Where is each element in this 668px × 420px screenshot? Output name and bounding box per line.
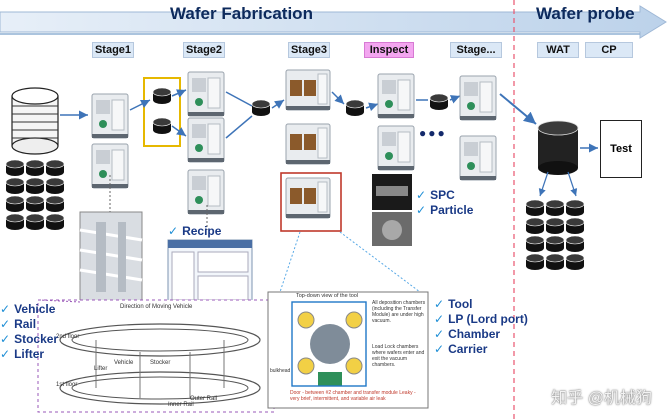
floor-stocker-label: Stocker <box>150 360 171 366</box>
chamber-diagram-title: Top-down view of the tool <box>296 293 359 299</box>
tool-item-carrier: ✓Carrier <box>434 342 488 356</box>
tool-item-lp: ✓LP (Lord port) <box>434 312 528 326</box>
check-icon: ✓ <box>0 317 11 331</box>
check-icon: ✓ <box>434 342 445 356</box>
stage-label-stage3: Stage3 <box>288 42 330 58</box>
chamber-leak-note: Door - between #2 chamber and transfer m… <box>290 390 416 402</box>
wafer-lot-grid-right <box>525 199 585 271</box>
check-icon: ✓ <box>0 332 11 346</box>
check-icon: ✓ <box>168 224 179 238</box>
test-label: Test <box>610 143 632 155</box>
check-icon: ✓ <box>0 347 11 361</box>
chamber-side-label: bulkhead <box>270 368 291 374</box>
watermark: 知乎 @机械狗 <box>551 390 652 407</box>
transport-list: ✓Vehicle ✓Rail ✓Stocker ✓Lifter <box>0 302 58 362</box>
floor-outer-rail-label: Outer Rail <box>190 396 218 402</box>
check-icon: ✓ <box>0 302 11 316</box>
stage-label-inspect: Inspect <box>364 42 414 58</box>
check-icon: ✓ <box>434 312 445 326</box>
transport-item-rail: ✓Rail <box>0 317 37 331</box>
stage-label-stage-more: Stage... <box>450 42 502 58</box>
inspect-item-particle: ✓Particle <box>416 203 474 217</box>
floor-vehicle-label: Vehicle <box>114 360 134 366</box>
phase-divider <box>513 0 515 420</box>
stage-label-stage2: Stage2 <box>183 42 225 58</box>
transport-item-stocker: ✓Stocker <box>0 332 59 346</box>
test-box: Test <box>600 120 642 178</box>
floor-inner-rail-label: Inner Rail <box>168 402 194 408</box>
transport-item-vehicle: ✓Vehicle <box>0 302 56 316</box>
chamber-note-vacuum: All deposition chambers (including the T… <box>372 300 426 324</box>
inspect-item-spc: ✓SPC <box>416 188 455 202</box>
wafer-lot-grid-left <box>5 159 65 231</box>
tool-list: ✓Tool ✓LP (Lord port) ✓Chamber ✓Carrier <box>434 297 528 357</box>
stage-label-cp: CP <box>585 42 633 58</box>
tool-item-tool: ✓Tool <box>434 297 473 311</box>
wafer-probe-title: Wafer probe <box>536 4 635 23</box>
stage-label-stage1: Stage1 <box>92 42 134 58</box>
more-stages-ellipsis: ●●● <box>419 126 447 140</box>
floor-diagram-title: Direction of Moving Vehicle <box>120 304 193 310</box>
wafer-fabrication-title: Wafer Fabrication <box>170 4 313 23</box>
floor-lifter-label: Lifter <box>94 366 108 372</box>
floor1-label: 1st floor <box>56 382 78 388</box>
recipe-label: ✓Recipe <box>168 224 222 238</box>
floor2-label: 2nd floor <box>56 334 80 340</box>
stage-label-wat: WAT <box>537 42 579 58</box>
wafer-stack-left <box>11 87 59 155</box>
process-flow-banner <box>0 5 667 39</box>
tool-item-chamber: ✓Chamber <box>434 327 501 341</box>
transport-item-lifter: ✓Lifter <box>0 347 45 361</box>
chamber-note-loadlock: Load Lock chambers where wafers enter an… <box>372 344 425 368</box>
check-icon: ✓ <box>416 188 427 202</box>
inspect-list: ✓SPC ✓Particle <box>416 188 473 218</box>
check-icon: ✓ <box>416 203 427 217</box>
check-icon: ✓ <box>434 297 445 311</box>
check-icon: ✓ <box>434 327 445 341</box>
